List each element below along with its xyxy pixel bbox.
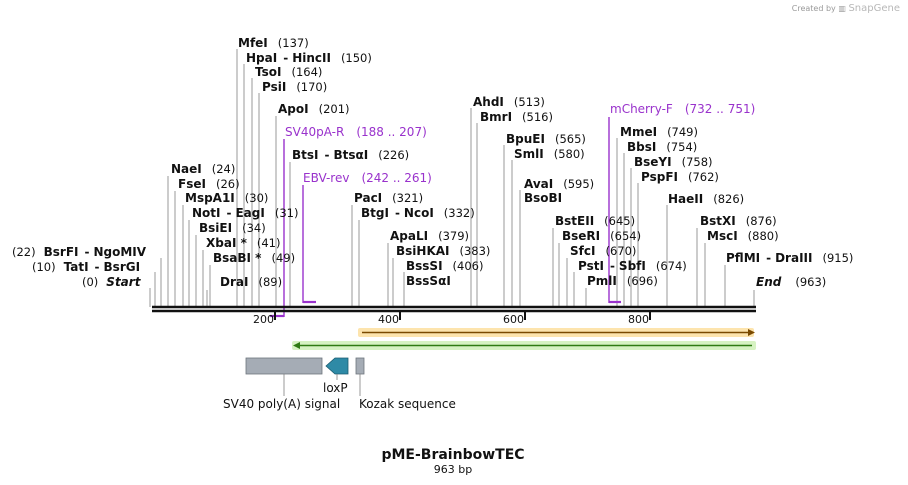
credit-brand: SnapGene	[848, 3, 900, 14]
plasmid-size: 963 bp	[434, 463, 472, 476]
enzyme-label[interactable]: DraI(89)	[220, 275, 282, 289]
enzyme-label[interactable]: NotI-EagI(31)	[192, 206, 298, 220]
enzyme-label[interactable]: SfcI(670)	[570, 244, 636, 258]
enzyme-label[interactable]: BsaBI *(49)	[213, 251, 295, 265]
enzyme-label[interactable]: SmlI(580)	[514, 147, 585, 161]
feature-label-sv40: SV40 poly(A) signal	[223, 397, 340, 411]
enzyme-label[interactable]: PspFI(762)	[641, 170, 719, 184]
enzyme-label[interactable]: End(963)	[756, 275, 826, 289]
plasmid-title: pME-BrainbowTEC	[381, 447, 524, 463]
enzyme-label[interactable]: BsiEI(34)	[199, 221, 266, 235]
enzyme-label[interactable]: BsiHKAI(383)	[396, 244, 490, 258]
enzyme-labels: MfeI(137) HpaI-HincII(150) TsoI(164) Psi…	[12, 36, 853, 289]
enzyme-label[interactable]: PstI-SbfI(674)	[578, 259, 687, 273]
enzyme-label[interactable]: XbaI *(41)	[206, 236, 280, 250]
enzyme-label[interactable]: BtgI-NcoI(332)	[361, 206, 475, 220]
feature-loxp[interactable]	[325, 357, 349, 380]
enzyme-label[interactable]: AhdI(513)	[473, 95, 545, 109]
enzyme-label[interactable]: HpaI-HincII(150)	[246, 51, 372, 65]
enzyme-label[interactable]: BmrI(516)	[480, 110, 553, 124]
enzyme-label[interactable]: BbsI(754)	[627, 140, 697, 154]
enzyme-label[interactable]: MmeI(749)	[620, 125, 698, 139]
ruler-tick-label: 600	[503, 313, 524, 326]
enzyme-label[interactable]: BseYI(758)	[634, 155, 713, 169]
enzyme-leader-lines	[149, 49, 755, 307]
orf-reverse[interactable]	[292, 341, 756, 350]
orf-forward[interactable]	[358, 328, 755, 337]
enzyme-label[interactable]: PflMI-DraIII(915)	[726, 251, 853, 265]
snapgene-credit: Created by ▥ SnapGene	[792, 3, 900, 14]
ruler-tick-label: 800	[628, 313, 649, 326]
feature-label-loxp: loxP	[323, 381, 348, 395]
enzyme-label[interactable]: ApaLI(379)	[390, 229, 469, 243]
enzyme-label[interactable]: BstXI(876)	[700, 214, 777, 228]
enzyme-label[interactable]: TsoI(164)	[255, 65, 322, 79]
enzyme-label[interactable]: (0)Start	[82, 275, 142, 289]
enzyme-label[interactable]: FseI(26)	[178, 177, 240, 191]
primer-labels: SV40pA-R(188 .. 207) EBV-rev(242 .. 261)…	[285, 102, 755, 185]
enzyme-label[interactable]: (10)TatI-BsrGI	[32, 260, 140, 274]
enzyme-label[interactable]: NaeI(24)	[171, 162, 235, 176]
enzyme-label[interactable]: BsoBI	[524, 191, 562, 205]
ruler: 200 400 600 800	[253, 311, 651, 326]
enzyme-label[interactable]: BssSαI	[406, 274, 451, 288]
enzyme-label[interactable]: BpuEI(565)	[506, 132, 586, 146]
enzyme-label[interactable]: ApoI(201)	[278, 102, 350, 116]
primer-label[interactable]: EBV-rev(242 .. 261)	[303, 171, 432, 185]
enzyme-label[interactable]: (22)BsrFI-NgoMIV	[12, 245, 147, 259]
enzyme-label[interactable]: AvaI(595)	[524, 177, 594, 191]
enzyme-label[interactable]: PacI(321)	[354, 191, 423, 205]
enzyme-label[interactable]: PmlI(696)	[587, 274, 658, 288]
enzyme-label[interactable]: MspA1I(30)	[185, 191, 268, 205]
enzyme-label[interactable]: PsiI(170)	[262, 80, 327, 94]
snapgene-logo-icon: ▥	[838, 4, 846, 13]
feature-sv40-polya[interactable]	[245, 357, 323, 396]
enzyme-label[interactable]: MfeI(137)	[238, 36, 309, 50]
enzyme-label[interactable]: BseRI(654)	[562, 229, 641, 243]
enzyme-label[interactable]: BstEII(645)	[555, 214, 635, 228]
primer-label[interactable]: SV40pA-R(188 .. 207)	[285, 125, 427, 139]
ruler-tick-label: 200	[253, 313, 274, 326]
primer-markers	[270, 117, 621, 318]
enzyme-label[interactable]: BssSI(406)	[406, 259, 483, 273]
enzyme-label[interactable]: HaeII(826)	[668, 192, 744, 206]
enzyme-label[interactable]: BtsI-BtsαI(226)	[292, 148, 409, 162]
sequence-backbone	[152, 305, 756, 313]
credit-prefix: Created by	[791, 4, 836, 13]
primer-label[interactable]: mCherry-F(732 .. 751)	[610, 102, 755, 116]
enzyme-label[interactable]: MscI(880)	[707, 229, 779, 243]
feature-label-kozak: Kozak sequence	[359, 397, 456, 411]
ruler-tick-label: 400	[378, 313, 399, 326]
feature-kozak[interactable]	[355, 357, 365, 396]
